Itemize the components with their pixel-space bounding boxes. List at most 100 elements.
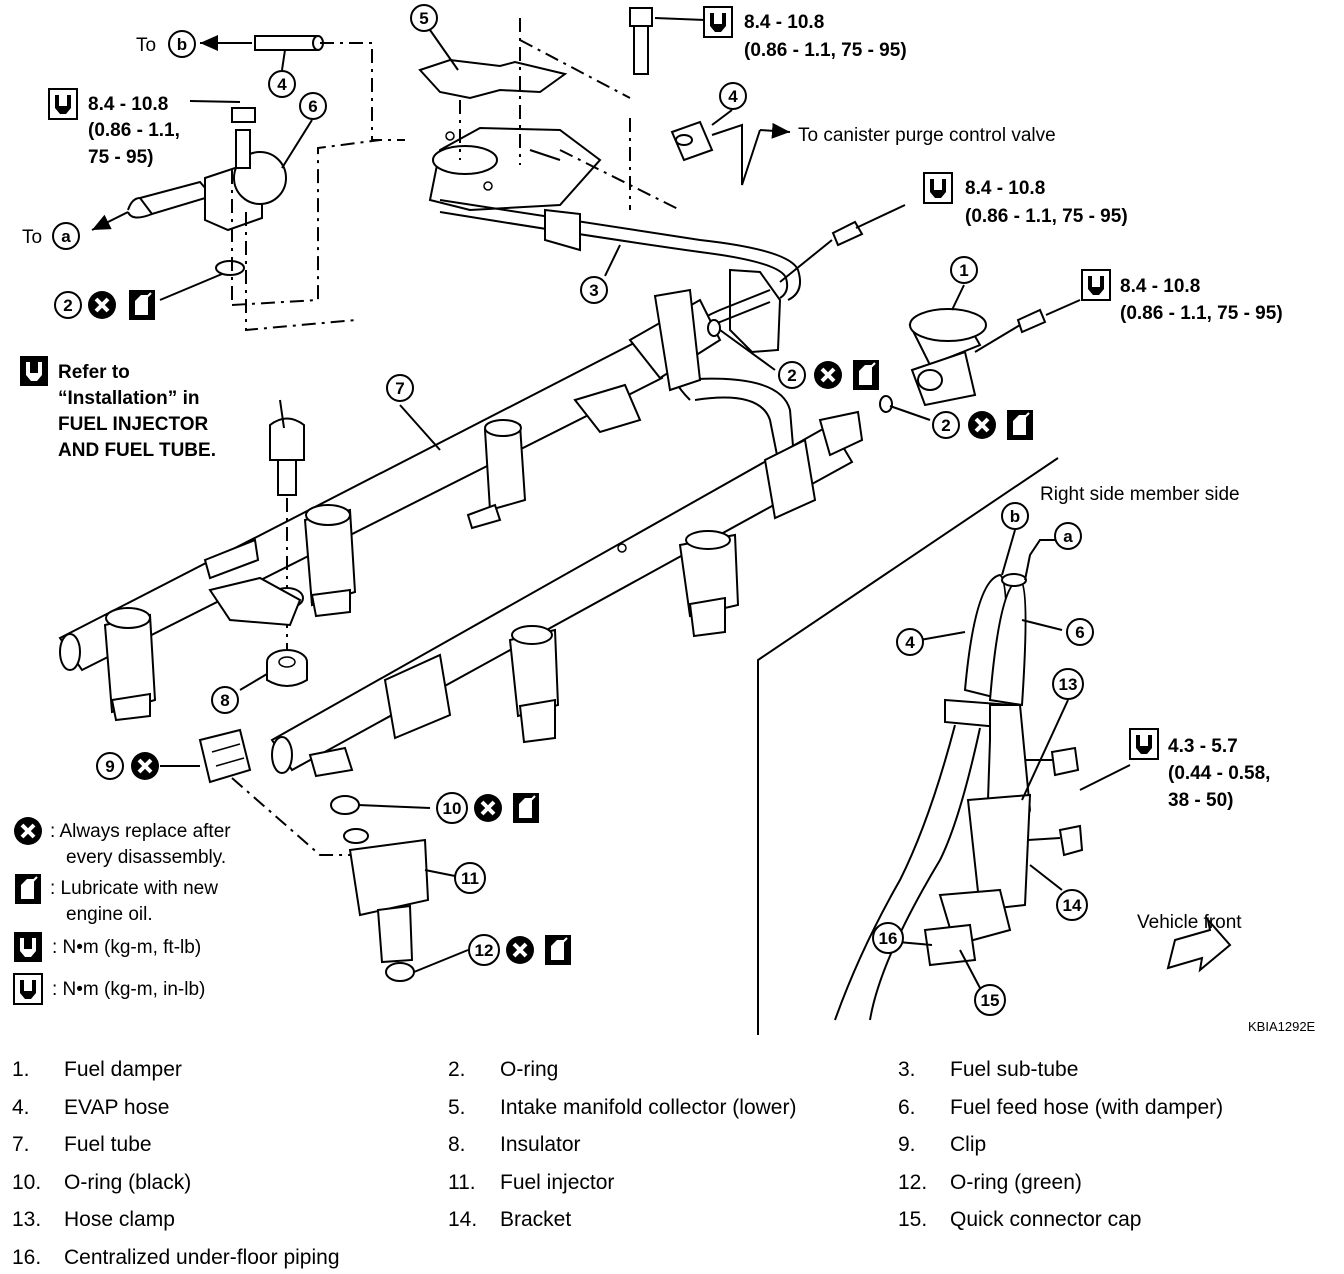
- callout-3: 3: [580, 276, 608, 304]
- legend-part-name: Hose clamp: [64, 1208, 175, 1231]
- svg-text:75 - 95): 75 - 95): [88, 147, 153, 168]
- svg-text:7: 7: [395, 379, 404, 398]
- legend-part-name: Fuel damper: [64, 1058, 182, 1081]
- torque-spec-mid: 8.4 - 10.8 (0.86 - 1.1, 75 - 95): [923, 172, 1128, 227]
- feed-hose-assembly: [91, 35, 405, 332]
- torque-spec-top: 8.4 - 10.8 (0.86 - 1.1, 75 - 95): [703, 6, 907, 61]
- svg-text:11: 11: [461, 869, 479, 888]
- callout-9: 9: [96, 752, 124, 780]
- figure-code: KBIA1292E: [1248, 1019, 1316, 1034]
- callout-15: 15: [974, 984, 1006, 1016]
- callout-2c: 2: [932, 411, 960, 439]
- svg-text:engine oil.: engine oil.: [66, 904, 153, 925]
- legend-number: 10.: [12, 1170, 42, 1194]
- injectors-upper: [103, 419, 527, 722]
- insulator-bolt: [208, 417, 308, 687]
- svg-text:: Always replace after: : Always replace after: [50, 821, 231, 842]
- bolt-top: [629, 7, 706, 75]
- svg-text:14: 14: [1063, 896, 1082, 915]
- svg-text:every disassembly.: every disassembly.: [66, 847, 226, 868]
- svg-text:8: 8: [220, 691, 229, 710]
- svg-text:AND FUEL TUBE.: AND FUEL TUBE.: [58, 440, 216, 461]
- svg-text:: N•m (kg-m, ft-lb): : N•m (kg-m, ft-lb): [52, 937, 201, 958]
- callout-11: 11: [454, 862, 486, 894]
- legend-part-name: Fuel feed hose (with damper): [950, 1095, 1224, 1119]
- legend-part-name: Clip: [950, 1133, 987, 1156]
- svg-text:4: 4: [905, 633, 915, 652]
- callout-14: 14: [1056, 889, 1088, 921]
- svg-text:3: 3: [589, 281, 598, 300]
- svg-text:(0.86 - 1.1, 75 - 95): (0.86 - 1.1, 75 - 95): [1120, 303, 1283, 324]
- svg-text:b: b: [1010, 507, 1020, 526]
- legend-number: 7.: [12, 1133, 30, 1156]
- letter-b-top: To b: [136, 30, 196, 58]
- fuel-damper: [707, 220, 1047, 413]
- vehicle-front-label: Vehicle front: [1137, 912, 1242, 933]
- legend-part-name: O-ring (black): [64, 1170, 192, 1194]
- svg-text:16: 16: [879, 929, 898, 948]
- legend-part-name: Fuel injector: [500, 1170, 615, 1194]
- svg-text:10: 10: [443, 799, 462, 818]
- legend-number: 15.: [898, 1208, 928, 1231]
- svg-text:4: 4: [728, 87, 738, 106]
- callout-2b: 2: [778, 361, 806, 389]
- svg-text:4: 4: [277, 75, 287, 94]
- svg-text:“Installation” in: “Installation” in: [58, 388, 199, 409]
- callout-4b: 4: [719, 82, 747, 110]
- callout-7: 7: [386, 374, 414, 402]
- letter-a-inset: a: [1054, 522, 1082, 550]
- legend-part-name: Bracket: [500, 1208, 572, 1231]
- legend-number: 6.: [898, 1095, 916, 1119]
- svg-text:a: a: [61, 227, 71, 246]
- inset-title: Right side member side: [1040, 484, 1240, 505]
- callout-1: 1: [950, 256, 978, 284]
- svg-text:8.4 - 10.8: 8.4 - 10.8: [744, 12, 824, 33]
- svg-text:a: a: [1063, 527, 1073, 546]
- callout-2a: 2: [54, 291, 82, 319]
- svg-text:6: 6: [1075, 623, 1084, 642]
- legend-number: 8.: [448, 1133, 466, 1156]
- legend-number: 2.: [448, 1058, 466, 1081]
- intake-manifold-collector: [418, 18, 631, 212]
- clip-and-injector-detail: [198, 728, 430, 982]
- legend-number: 11.: [448, 1170, 476, 1194]
- svg-text:8.4 - 10.8: 8.4 - 10.8: [965, 178, 1045, 199]
- svg-text:(0.86 - 1.1, 75 - 95): (0.86 - 1.1, 75 - 95): [744, 40, 907, 61]
- legend-number: 13.: [12, 1208, 42, 1231]
- callout-8: 8: [211, 686, 239, 714]
- svg-text:To: To: [136, 35, 156, 56]
- icons-9: [129, 750, 161, 782]
- legend-number: 5.: [448, 1095, 466, 1119]
- fuel-tube-lower: [270, 410, 864, 774]
- svg-text:To: To: [22, 227, 42, 248]
- callout-13: 13: [1052, 668, 1084, 700]
- callout-16: 16: [872, 922, 904, 954]
- legend-part-name: Fuel tube: [64, 1133, 152, 1156]
- svg-text:15: 15: [981, 991, 1000, 1010]
- legend-number: 14.: [448, 1208, 478, 1231]
- svg-text:13: 13: [1059, 675, 1078, 694]
- callout-10: 10: [436, 792, 468, 824]
- canister-label: To canister purge control valve: [798, 125, 1056, 146]
- svg-text:9: 9: [105, 757, 114, 776]
- svg-text:: N•m (kg-m, in-lb): : N•m (kg-m, in-lb): [52, 979, 205, 1000]
- svg-text:1: 1: [959, 261, 968, 280]
- svg-text:2: 2: [63, 296, 72, 315]
- torque-spec-inset: 4.3 - 5.7 (0.44 - 0.58, 38 - 50): [1129, 728, 1270, 811]
- icons-2a: [86, 289, 156, 321]
- callout-4c: 4: [896, 628, 924, 656]
- svg-text:b: b: [177, 35, 187, 54]
- evap-hose-right: [559, 118, 791, 211]
- svg-text:5: 5: [419, 9, 428, 28]
- legend-part-name: Quick connector cap: [950, 1208, 1142, 1231]
- leader-lines: [159, 29, 1081, 989]
- legend-part-name: Fuel sub-tube: [950, 1058, 1079, 1081]
- letter-b-inset: b: [1001, 502, 1029, 530]
- refer-note: Refer to “Installation” in FUEL INJECTOR…: [20, 356, 216, 461]
- svg-text:38 - 50): 38 - 50): [1168, 790, 1233, 811]
- svg-text:Refer to: Refer to: [58, 362, 130, 383]
- callout-5: 5: [410, 4, 438, 32]
- legend-number: 12.: [898, 1170, 928, 1194]
- svg-text:8.4 - 10.8: 8.4 - 10.8: [1120, 276, 1200, 297]
